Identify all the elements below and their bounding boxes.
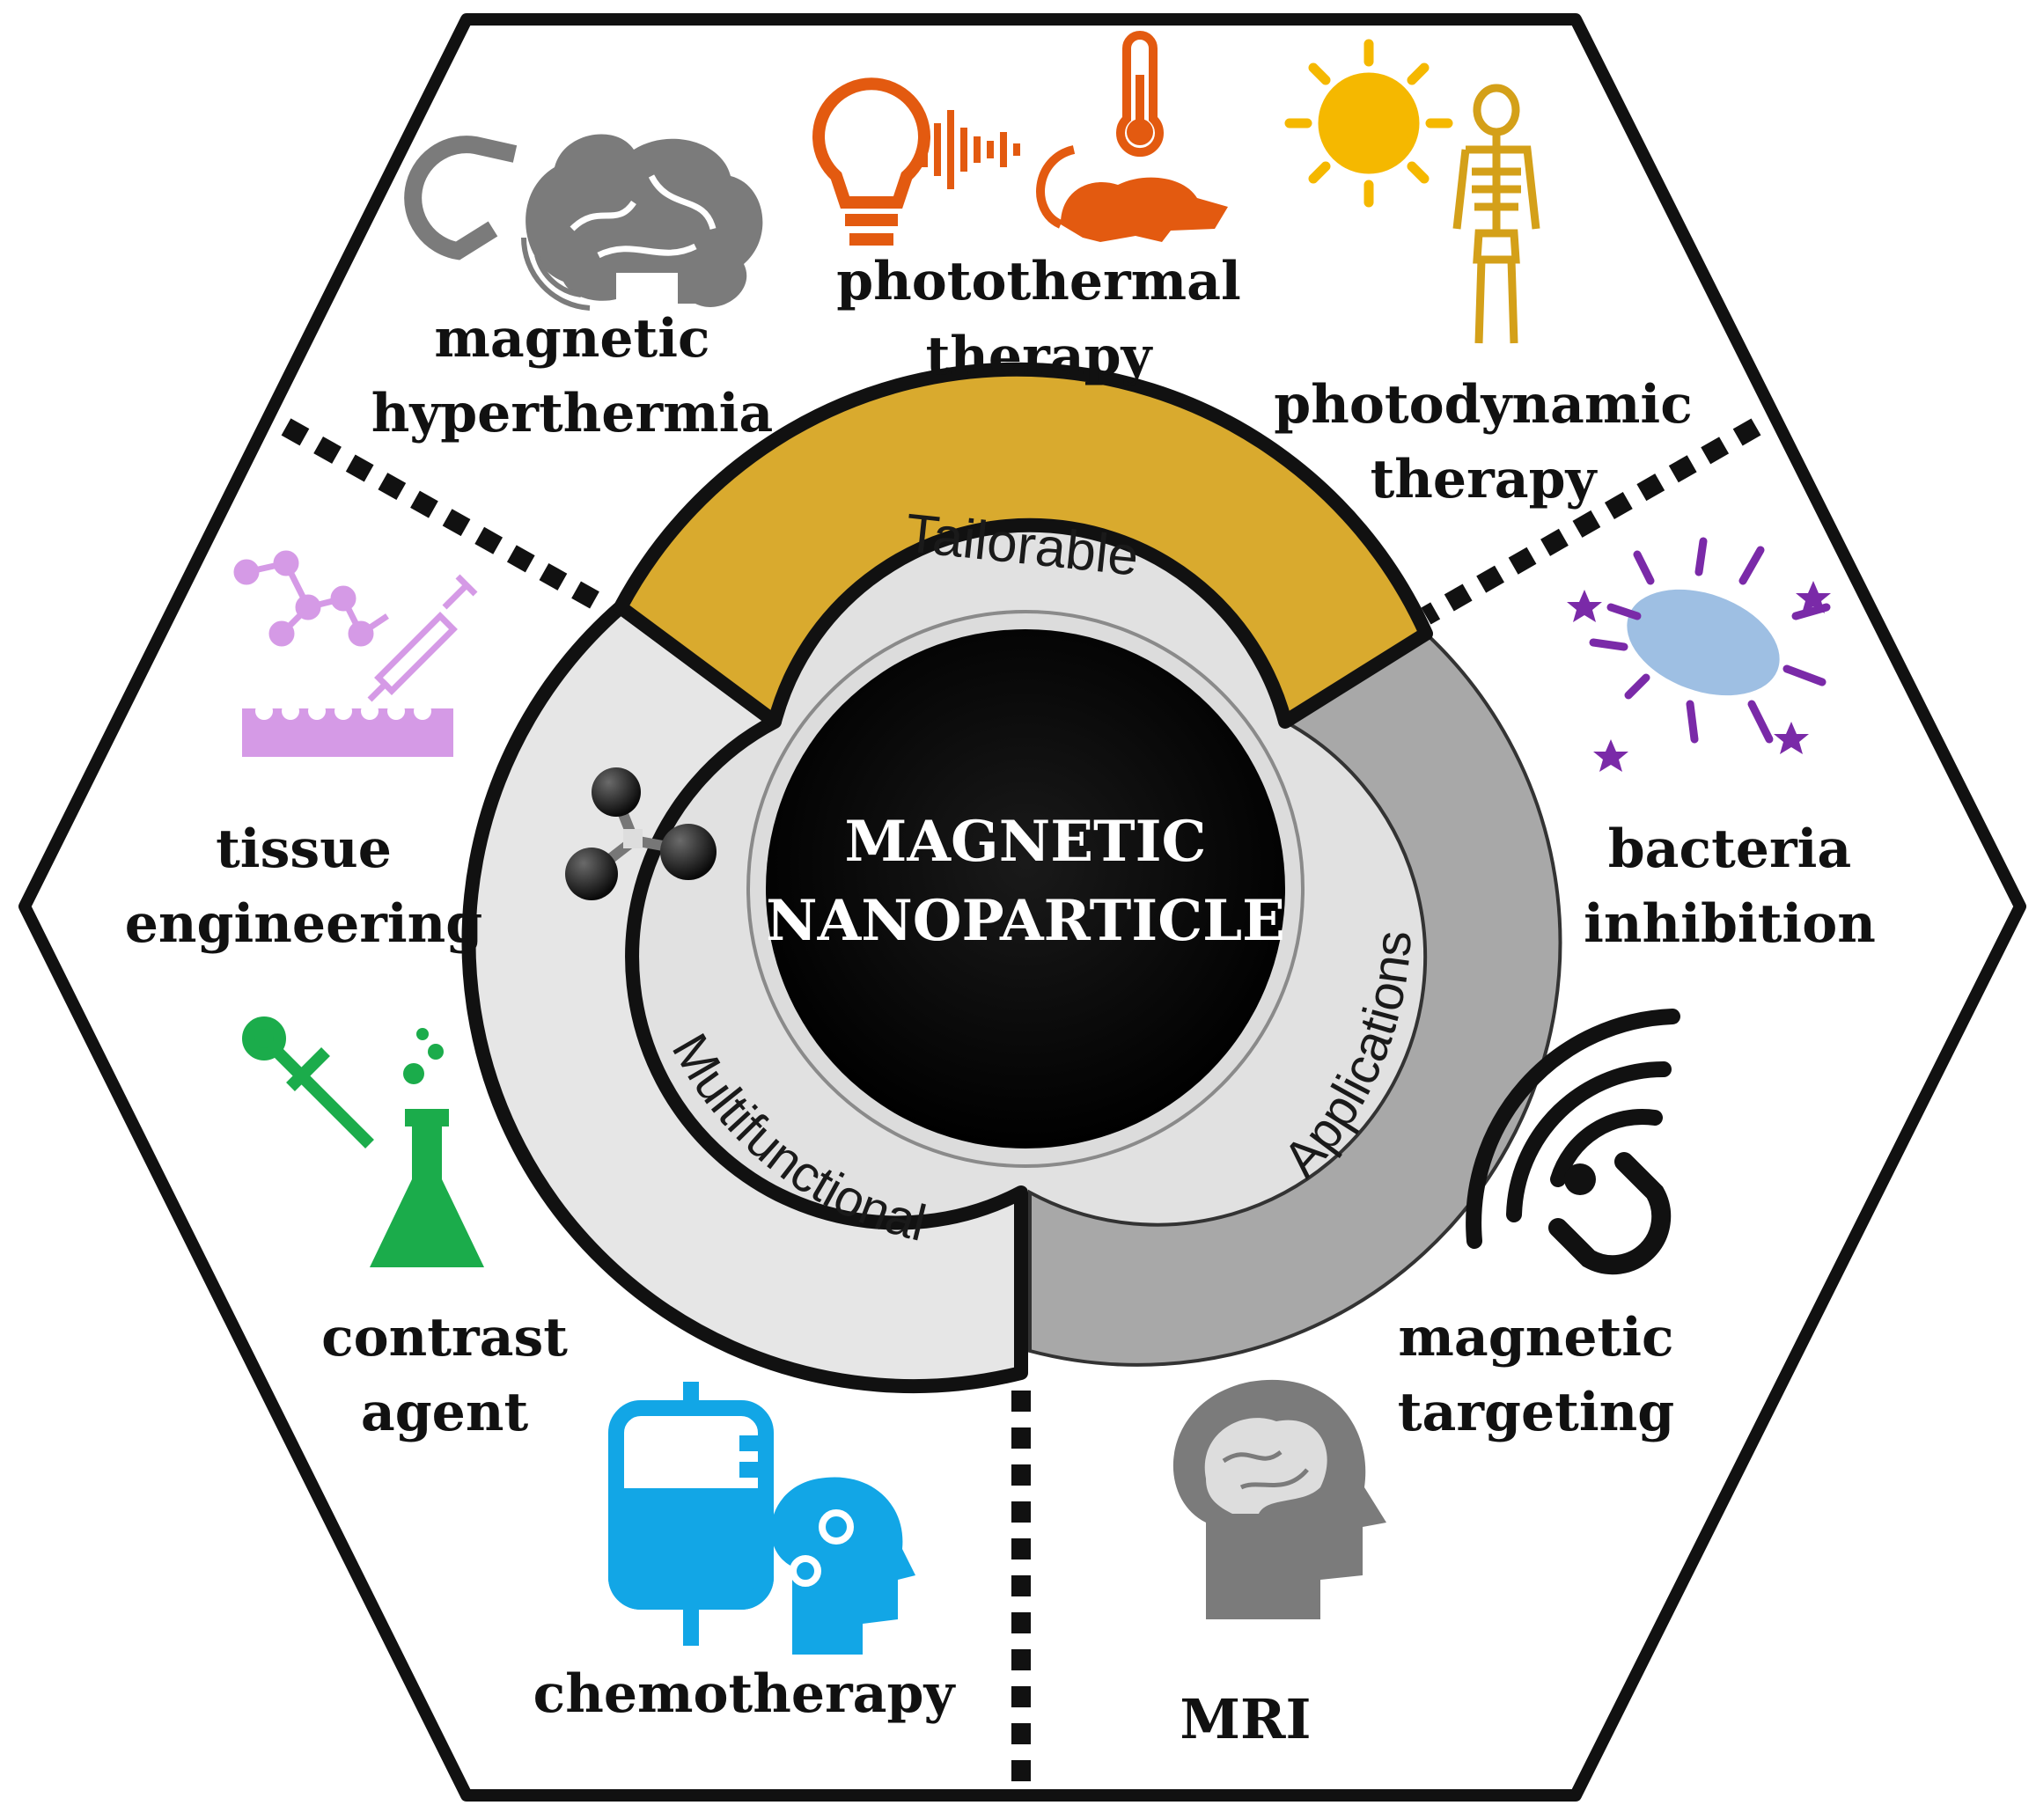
label-photodynamic-therapy: photodynamic therapy xyxy=(1274,374,1692,510)
label-mri: MRI xyxy=(1180,1687,1311,1751)
nanoparticle-molecule-icon xyxy=(565,767,717,900)
core-circle xyxy=(766,629,1285,1149)
label-photothermal-therapy-line2: therapy xyxy=(926,326,1154,387)
label-contrast-agent-line2: agent xyxy=(361,1382,529,1443)
label-tissue-engineering-line1: tissue xyxy=(216,818,392,880)
label-magnetic-hyperthermia: magnetic hyperthermia xyxy=(371,308,774,444)
label-magnetic-hyperthermia-line1: magnetic xyxy=(434,308,709,370)
molecule-syringe-icon xyxy=(233,550,478,757)
label-photothermal-therapy: photothermal therapy xyxy=(836,251,1241,387)
label-magnetic-targeting-line2: targeting xyxy=(1398,1382,1674,1443)
ring-segment-tailorable xyxy=(614,362,1433,729)
head-brain-icon xyxy=(1172,1379,1386,1619)
center-title-line1: MAGNETIC xyxy=(845,809,1207,875)
iv-bag-icon xyxy=(607,1382,775,1646)
label-chemotherapy: chemotherapy xyxy=(533,1663,957,1725)
mouse-icon xyxy=(1036,145,1228,242)
sun-icon xyxy=(1284,39,1453,208)
label-photodynamic-therapy-line2: therapy xyxy=(1371,449,1599,510)
magnet-signal-icon xyxy=(1466,1009,1680,1275)
label-contrast-agent-line1: contrast xyxy=(321,1307,568,1369)
hexagon-frame xyxy=(18,13,2026,1802)
head-gears-icon xyxy=(771,1477,915,1655)
dropper-icon xyxy=(242,1016,374,1149)
label-magnetic-targeting-line1: magnetic xyxy=(1398,1307,1673,1369)
label-photodynamic-therapy-line1: photodynamic xyxy=(1274,374,1692,436)
skeleton-icon xyxy=(1452,84,1540,344)
label-tissue-engineering: tissue engineering xyxy=(125,818,483,955)
label-bacteria-inhibition: bacteria inhibition xyxy=(1584,818,1876,955)
label-bacteria-inhibition-line1: bacteria xyxy=(1608,818,1852,880)
label-bacteria-inhibition-line2: inhibition xyxy=(1584,893,1876,955)
dotted-separators xyxy=(281,418,1761,1791)
label-contrast-agent: contrast agent xyxy=(321,1307,568,1443)
flask-icon xyxy=(370,1028,484,1267)
soundwave-icon xyxy=(921,110,1020,189)
lightbulb-icon xyxy=(812,77,930,246)
ring-segment-applications xyxy=(1028,631,1562,1367)
label-tissue-engineering-line2: engineering xyxy=(125,893,483,955)
brain-icon xyxy=(520,134,763,311)
magnet-icon xyxy=(404,136,518,261)
bacteria-icon xyxy=(1567,537,1831,772)
label-photothermal-therapy-line1: photothermal xyxy=(836,251,1241,312)
label-magnetic-hyperthermia-line2: hyperthermia xyxy=(371,383,774,444)
label-magnetic-targeting: magnetic targeting xyxy=(1398,1307,1674,1443)
separator-top-left xyxy=(281,418,613,616)
center-title-line2: NANOPARTICLE xyxy=(766,888,1285,954)
thermometer-icon xyxy=(1116,31,1164,158)
separator-top-right xyxy=(1421,418,1761,625)
